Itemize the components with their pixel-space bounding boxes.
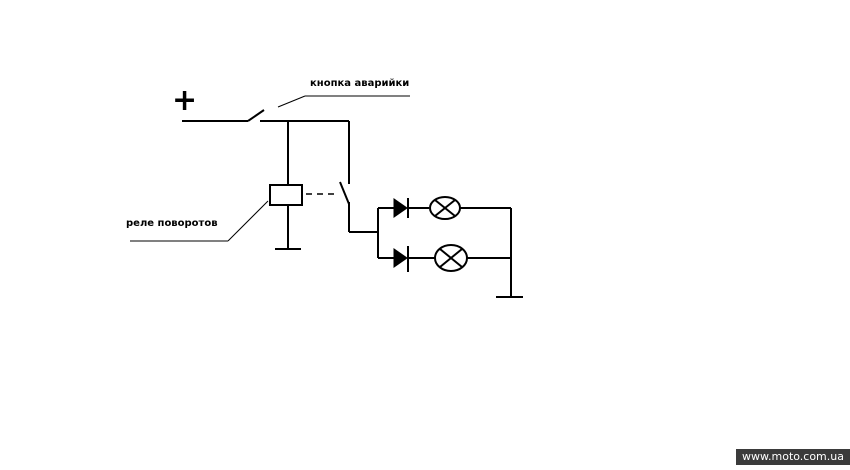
lower-diode-icon xyxy=(393,248,408,268)
relay-coil xyxy=(269,184,303,206)
hazard-label-leader xyxy=(277,95,306,108)
lower-lamp-cross-b xyxy=(439,248,463,268)
positive-terminal-label: + xyxy=(172,83,198,118)
relay-label-leader xyxy=(227,200,269,242)
turn-relay-label: реле поворотов xyxy=(126,218,218,229)
upper-lamp-cross-b xyxy=(434,199,456,217)
relay-contact xyxy=(339,181,350,205)
hazard-button-label: кнопка аварийки xyxy=(310,78,410,89)
upper-diode-icon xyxy=(393,198,408,218)
watermark: www.moto.com.ua xyxy=(736,449,850,465)
hazard-button-contact xyxy=(247,109,265,122)
